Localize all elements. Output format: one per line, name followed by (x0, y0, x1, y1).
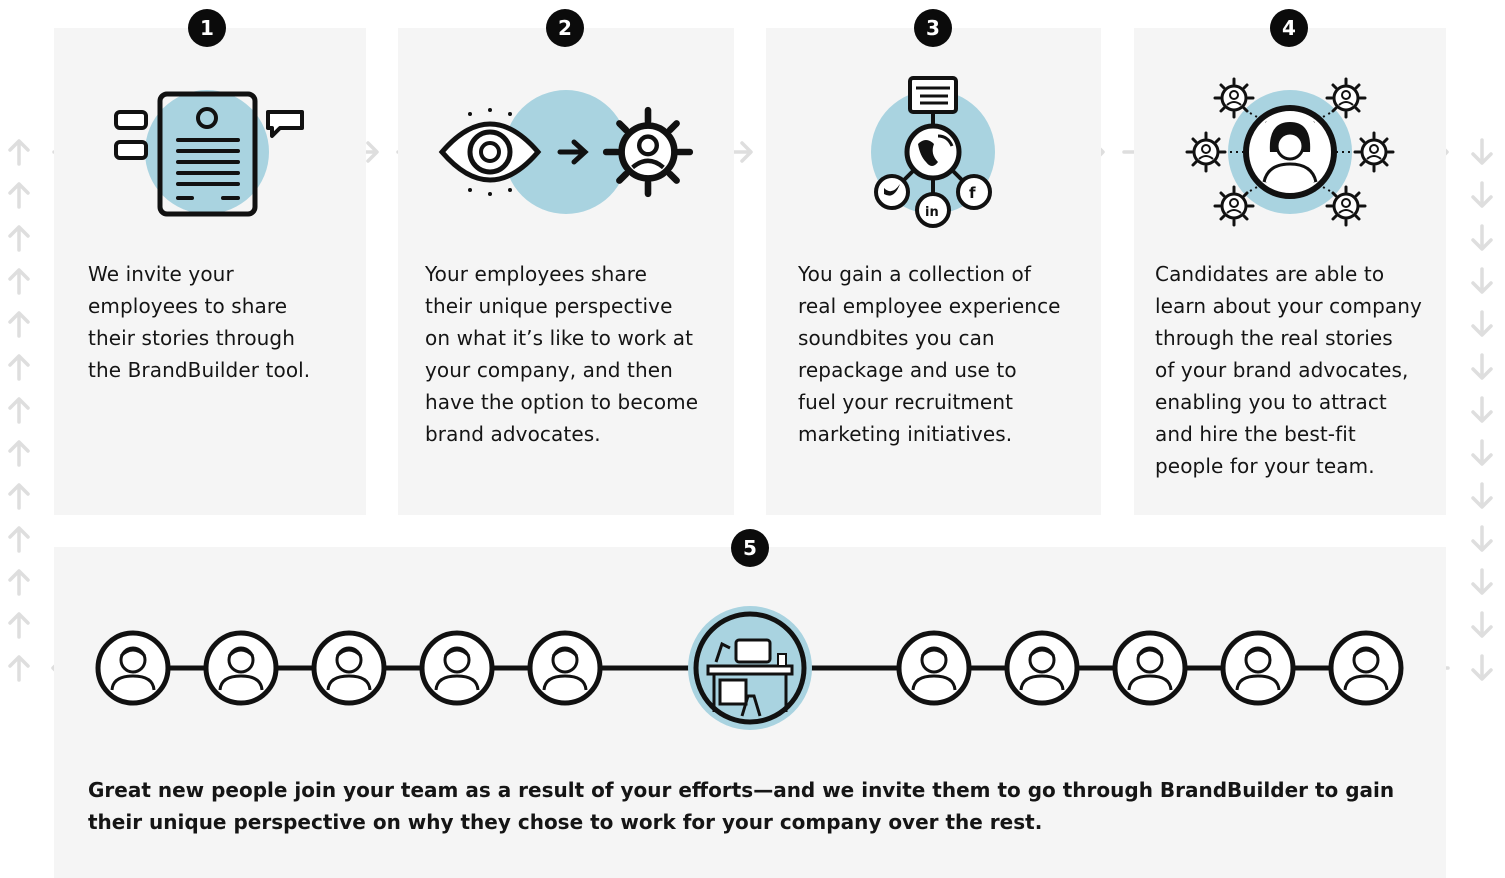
step-4-badge: 4 (1270, 9, 1308, 47)
candidate-network-icon (1185, 77, 1395, 227)
person-icon (314, 633, 384, 703)
step-2-badge: 2 (546, 9, 584, 47)
person-icon (1007, 633, 1077, 703)
person-icon (206, 633, 276, 703)
person-icon (530, 633, 600, 703)
workspace-desk-icon (688, 606, 812, 730)
step-1-description: We invite your employees to share their … (88, 262, 311, 382)
step-3-badge: 3 (914, 9, 952, 47)
right-down-arrows (1471, 138, 1493, 681)
eye-to-advocate-icon (438, 90, 696, 214)
step-2-description: Your employees share their unique perspe… (425, 262, 699, 446)
svg-text:f: f (969, 184, 976, 202)
step-5-badge: 5 (731, 529, 769, 567)
person-icon (98, 633, 168, 703)
step-4-description: Candidates are able to learn about your … (1155, 262, 1422, 478)
person-icon (1331, 633, 1401, 703)
svg-text:in: in (925, 205, 939, 220)
globe-social-network-icon: in f (871, 76, 995, 228)
person-icon (1223, 633, 1293, 703)
employee-profile-icon (114, 90, 304, 217)
step-1-badge: 1 (188, 9, 226, 47)
people-timeline (90, 606, 1410, 730)
step-5-description: Great new people join your team as a res… (88, 778, 1395, 834)
person-icon (899, 633, 969, 703)
person-icon (1115, 633, 1185, 703)
left-up-arrows (8, 139, 30, 682)
person-icon (422, 633, 492, 703)
step-3-description: You gain a collection of real employee e… (798, 262, 1061, 446)
